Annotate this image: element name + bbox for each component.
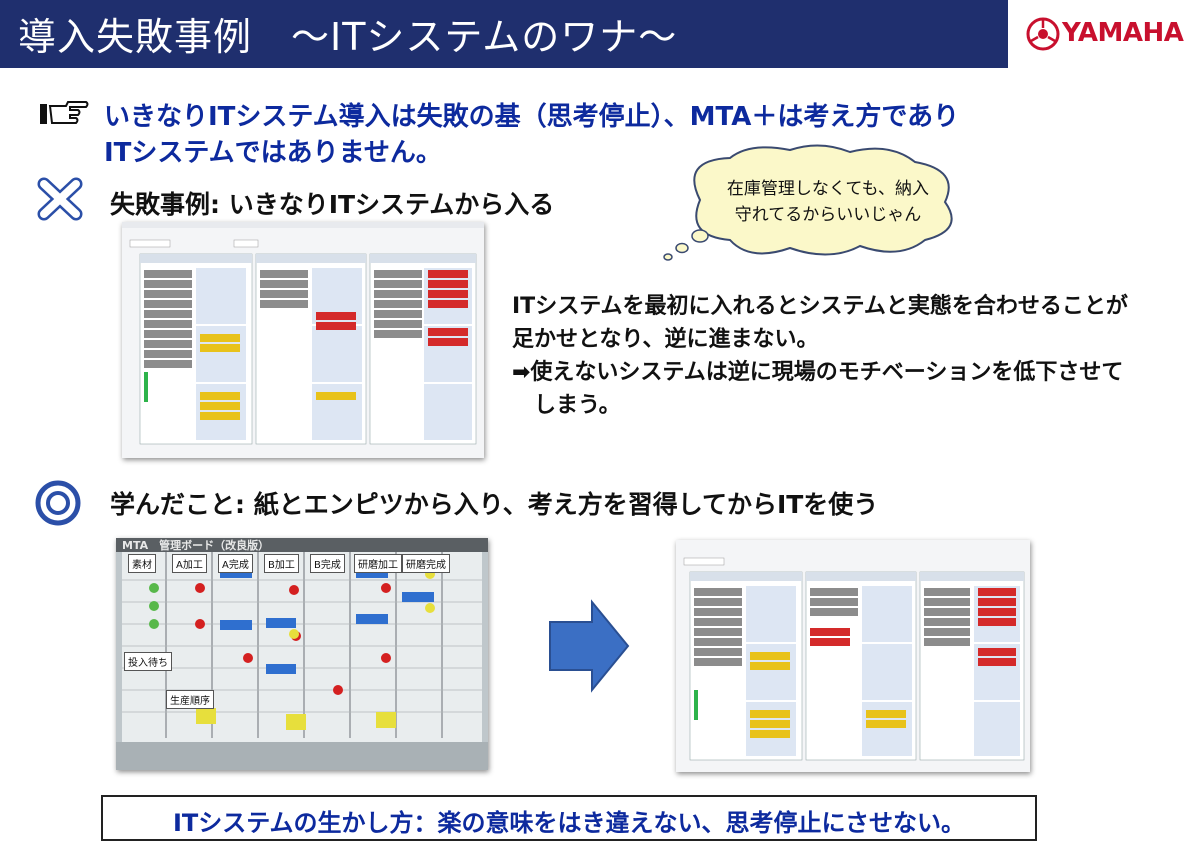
board-column-headers: 素材 A加工 A完成 B加工 B完成 研磨加工 研磨完成 bbox=[116, 554, 488, 573]
failure-title: 失敗事例: いきなりITシステムから入る bbox=[110, 190, 555, 219]
board-col-3: B加工 bbox=[264, 554, 299, 573]
conclusion-text: ITシステムの生かし方：楽の意味をはき違えない、思考停止にさせない。 bbox=[172, 809, 966, 837]
it-system-screenshot-2 bbox=[676, 540, 1030, 772]
headline-line-1: いきなりITシステム導入は失敗の基（思考停止）、MTA＋は考え方であり bbox=[104, 102, 960, 132]
board-col-6: 研磨完成 bbox=[402, 554, 450, 573]
failure-description: ITシステムを最初に入れるとシステムと実態を合わせることが 足かせとなり、逆に進… bbox=[512, 290, 1128, 422]
board-col-2: A完成 bbox=[218, 554, 253, 573]
board-col-5: 研磨加工 bbox=[354, 554, 402, 573]
board-col-1: A加工 bbox=[172, 554, 207, 573]
learned-title: 学んだこと: 紙とエンピツから入り、考え方を習得してからITを使う bbox=[110, 490, 879, 519]
thought-bubble-text: 在庫管理しなくても、納入 守れてるからいいじゃん bbox=[706, 176, 950, 228]
kanban-screen-image-2 bbox=[676, 540, 1030, 772]
failure-desc-line-3: ➡使えないシステムは逆に現場のモチベーションを低下させて bbox=[512, 360, 1124, 385]
failure-desc-line-2: 足かせとなり、逆に進まない。 bbox=[512, 327, 819, 352]
board-tag-order: 生産順序 bbox=[166, 690, 214, 709]
thought-line-2: 守れてるからいいじゃん bbox=[734, 205, 922, 225]
logo-text: YAMAHA bbox=[1062, 18, 1184, 48]
right-arrow-icon bbox=[549, 599, 630, 693]
yamaha-emblem-icon bbox=[1026, 17, 1060, 51]
conclusion-box bbox=[101, 795, 1037, 841]
board-tag-waiting: 投入待ち bbox=[124, 652, 172, 671]
board-photo-image bbox=[116, 538, 488, 770]
paper-board-photo: MTA 管理ボード（改良版） 素材 A加工 A完成 B加工 B完成 研磨加工 研… bbox=[116, 538, 488, 770]
board-header-text: MTA 管理ボード（改良版） bbox=[122, 539, 270, 552]
board-col-0: 素材 bbox=[128, 554, 156, 573]
thought-line-1: 在庫管理しなくても、納入 bbox=[726, 179, 930, 199]
pointing-hand-icon bbox=[40, 101, 89, 124]
headline-line-2: ITシステムではありません。 bbox=[104, 138, 442, 168]
cross-mark-icon bbox=[37, 177, 83, 221]
thought-bubble bbox=[663, 144, 953, 261]
double-circle-icon bbox=[35, 480, 81, 526]
failure-desc-line-4: しまう。 bbox=[512, 393, 621, 418]
slide-title: 導入失敗事例 ～ITシステムのワナ～ bbox=[18, 15, 678, 59]
failure-desc-line-1: ITシステムを最初に入れるとシステムと実態を合わせることが bbox=[512, 294, 1128, 319]
kanban-screen-image bbox=[122, 222, 484, 458]
board-col-4: B完成 bbox=[310, 554, 345, 573]
header-bar bbox=[0, 0, 1200, 68]
it-system-screenshot-1 bbox=[122, 222, 484, 458]
